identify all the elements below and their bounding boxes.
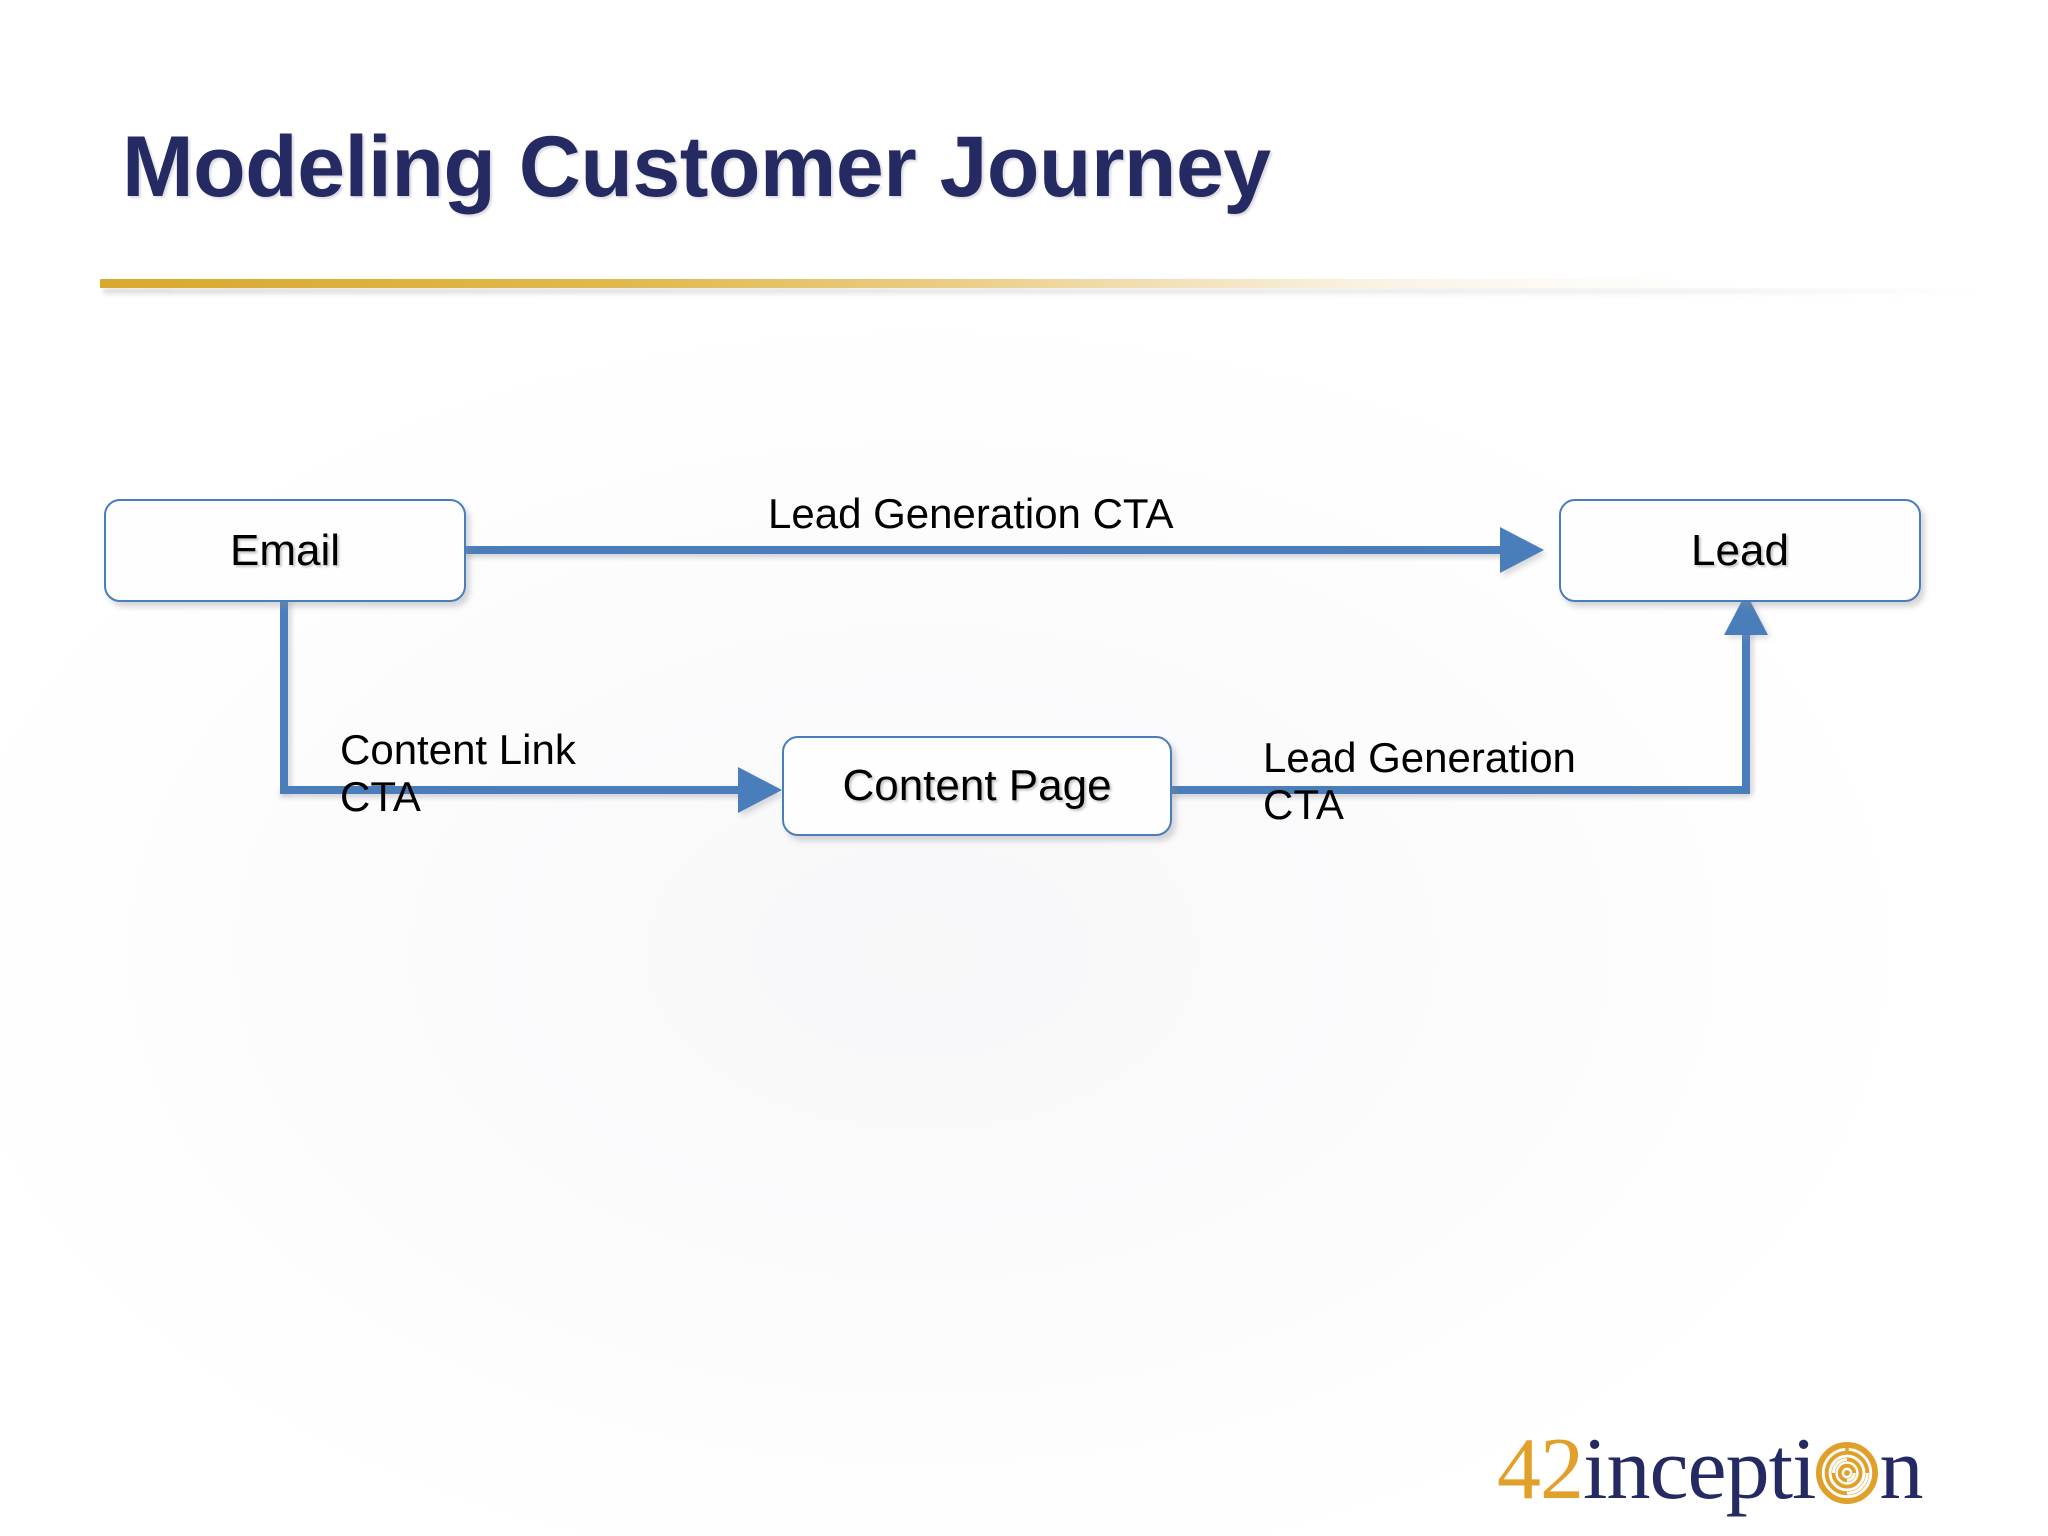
arrowhead-right-icon: [738, 767, 782, 813]
edge-label-email-to-content: Content Link CTA: [340, 726, 576, 821]
connector-content-to-lead-horizontal: [1172, 786, 1750, 794]
title-rule-shadow: [103, 288, 1983, 294]
logo-number: 42: [1497, 1421, 1584, 1518]
circular-maze-icon: [1816, 1432, 1879, 1504]
flow-node-lead[interactable]: Lead: [1559, 499, 1921, 602]
flow-node-email[interactable]: Email: [104, 499, 466, 602]
logo-word-after: n: [1879, 1421, 1923, 1518]
logo-word-before: incepti: [1583, 1421, 1816, 1518]
page-title: Modeling Customer Journey: [122, 119, 1271, 215]
title-divider: [100, 279, 1980, 288]
edge-label-email-to-lead: Lead Generation CTA: [768, 490, 1174, 537]
flow-node-content-page[interactable]: Content Page: [782, 736, 1172, 836]
connector-email-to-content-horizontal: [280, 786, 750, 794]
edge-label-content-to-lead: Lead Generation CTA: [1263, 734, 1576, 829]
connector-email-to-content-vertical: [280, 600, 288, 794]
connector-email-to-lead-line: [466, 546, 1512, 554]
connector-content-to-lead-vertical: [1742, 627, 1750, 794]
arrowhead-right-icon: [1500, 527, 1544, 573]
